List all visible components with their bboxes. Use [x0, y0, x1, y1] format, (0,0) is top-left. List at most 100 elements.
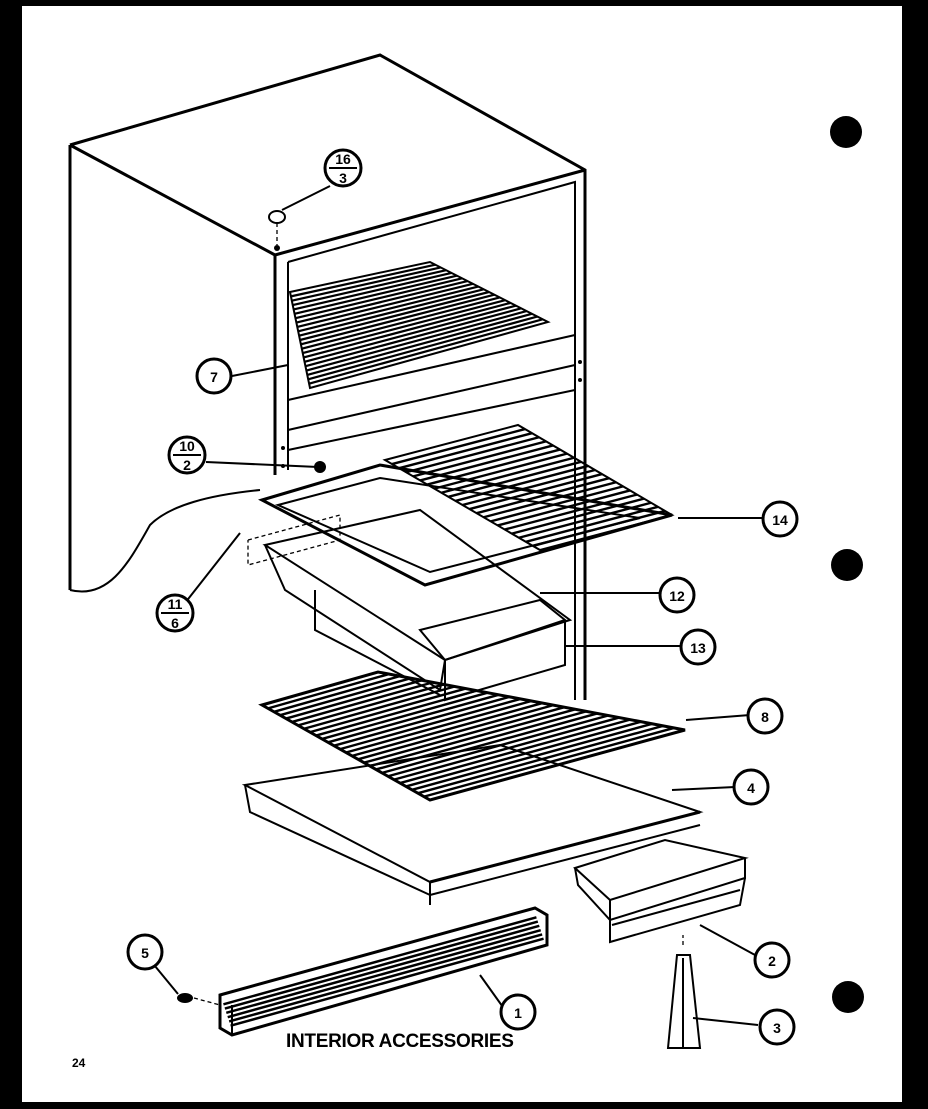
wire-rod — [303, 685, 456, 730]
svg-text:14: 14 — [772, 512, 788, 528]
callout-14: 14 — [761, 500, 799, 538]
binder-hole-top — [830, 116, 862, 148]
wire-rod — [411, 722, 653, 791]
wire-rod — [393, 716, 620, 781]
wire-rod — [504, 493, 638, 531]
toe-grille — [218, 906, 549, 1037]
wire-rod — [483, 481, 617, 519]
wire-rod — [434, 452, 568, 490]
callout-8: 8 — [746, 697, 784, 735]
wire-rod — [291, 266, 441, 302]
crisper-drawer — [247, 508, 573, 702]
crisper-cover-shelf — [258, 423, 675, 587]
wire-rod — [391, 427, 526, 466]
callout-12: 12 — [658, 576, 696, 614]
diagram-title: INTERIOR ACCESSORIES — [286, 1031, 514, 1052]
wire-rod — [511, 497, 645, 535]
wire-rod — [308, 318, 543, 385]
callout-4: 4 — [732, 768, 770, 806]
wire-rod — [351, 701, 543, 758]
wire-rod — [405, 720, 642, 788]
page-number: 24 — [72, 1056, 86, 1070]
wire-rod — [292, 269, 447, 307]
wire-rod — [497, 489, 631, 527]
wire-rod — [297, 683, 445, 727]
wire-rod — [399, 718, 631, 785]
svg-text:6: 6 — [171, 615, 179, 631]
wire-rod — [469, 472, 603, 511]
wire-rod — [462, 468, 596, 507]
svg-text:2: 2 — [768, 953, 776, 969]
crisper-panel — [241, 743, 704, 905]
svg-text:12: 12 — [669, 588, 685, 604]
svg-text:5: 5 — [141, 945, 149, 961]
wire-rod — [369, 708, 576, 768]
wire-rod — [279, 677, 412, 717]
wire-rod — [301, 296, 501, 350]
wire-rod — [345, 699, 532, 754]
wire-rod — [309, 687, 467, 734]
callout-5: 5 — [126, 933, 164, 971]
meat-keeper-drawer — [573, 838, 749, 944]
callout-2: 2 — [753, 941, 791, 979]
wire-rod — [273, 674, 401, 713]
svg-text:1: 1 — [514, 1005, 522, 1021]
wire-rod — [295, 277, 463, 320]
svg-text:13: 13 — [690, 640, 706, 656]
leveling-leg — [666, 935, 702, 1049]
wire-rod — [321, 691, 488, 741]
callout-10-2: 10 2 — [167, 435, 207, 475]
wire-rod — [306, 312, 533, 376]
svg-text:11: 11 — [168, 596, 183, 612]
cabinet — [68, 53, 587, 700]
wire-rod — [305, 307, 522, 368]
wire-rod — [298, 288, 484, 337]
callout-1: 1 — [499, 993, 537, 1031]
wire-rod — [307, 315, 538, 381]
wire-rod — [228, 933, 543, 1023]
svg-text:2: 2 — [183, 457, 191, 473]
wire-rod — [267, 672, 390, 710]
wire-rod — [448, 460, 582, 498]
wire-rod — [398, 432, 533, 470]
wire-rod — [297, 285, 479, 333]
wire-rod — [304, 304, 517, 363]
svg-text:8: 8 — [761, 709, 769, 725]
wire-rod — [327, 693, 499, 744]
screw-top — [268, 210, 286, 251]
glass-shelf — [258, 670, 686, 802]
wire-rod — [532, 509, 666, 548]
clip-part — [177, 993, 221, 1006]
callout-16-3: 16 3 — [323, 148, 363, 188]
wire-rod — [299, 290, 490, 342]
callout-11-6: 11 6 — [155, 593, 195, 633]
wire-rod — [224, 920, 539, 1010]
wire-rod — [476, 477, 610, 515]
svg-text:7: 7 — [210, 369, 218, 385]
wire-rod — [363, 706, 565, 764]
wire-rod — [227, 928, 542, 1019]
wire-rod — [315, 689, 478, 737]
wire-rod — [455, 464, 589, 503]
diagram-sheet — [22, 6, 902, 1102]
screw-10-2 — [314, 461, 326, 473]
wire-rod — [419, 444, 554, 482]
svg-text:16: 16 — [335, 151, 351, 167]
wire-rod — [225, 924, 540, 1015]
wire-rod — [290, 263, 436, 298]
wire-rod — [357, 703, 554, 761]
svg-text:10: 10 — [179, 438, 195, 454]
callout-13: 13 — [679, 628, 717, 666]
wire-rod — [441, 456, 575, 494]
wire-rod — [490, 485, 624, 523]
wire-rod — [412, 440, 547, 478]
leader-lines — [149, 185, 762, 1026]
svg-text:4: 4 — [747, 780, 755, 796]
svg-text:3: 3 — [339, 170, 347, 186]
wire-rod — [297, 282, 474, 328]
wire-rod — [291, 681, 434, 724]
callout-7: 7 — [195, 357, 233, 395]
wire-rod — [306, 310, 527, 372]
wire-rod — [293, 271, 452, 311]
wire-rod — [294, 274, 458, 315]
